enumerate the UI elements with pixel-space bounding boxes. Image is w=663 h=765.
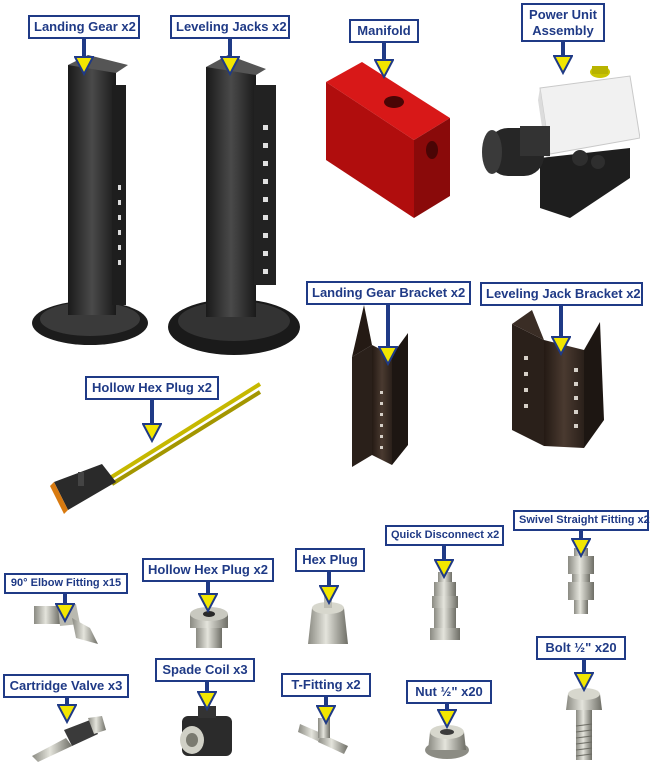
label-nut: Nut ½" x20	[406, 680, 492, 704]
label-power-unit-line2: Assembly	[532, 22, 594, 38]
arrow-hex-plug	[319, 570, 339, 606]
arrow-spade-coil	[197, 680, 217, 712]
nut-image	[425, 725, 469, 759]
label-quick-disconnect: Quick Disconnect x2	[385, 525, 504, 547]
label-t-fitting: T-Fitting x2	[281, 673, 371, 697]
cartridge-valve-image	[32, 716, 106, 762]
arrow-bolt	[574, 657, 594, 693]
arrow-landing-gear-bracket	[378, 303, 398, 367]
label-landing-gear: Landing Gear x2	[28, 15, 140, 39]
arrow-manifold	[374, 40, 394, 80]
landing-gear-bracket-image	[352, 305, 408, 467]
arrow-landing-gear	[74, 37, 94, 77]
bolt-image	[566, 688, 602, 760]
label-leveling-jack-bracket: Leveling Jack Bracket x2	[480, 282, 643, 306]
arrow-nut	[437, 702, 457, 730]
hex-plug-image	[308, 596, 348, 644]
label-manifold: Manifold	[349, 19, 419, 43]
arrow-cartridge-valve	[57, 695, 77, 725]
arrow-t-fitting	[316, 694, 336, 726]
hollow-hex-plug-wire-image	[50, 382, 262, 514]
label-elbow-fitting: 90° Elbow Fitting x15	[4, 573, 128, 595]
label-hex-plug: Hex Plug	[295, 548, 365, 572]
label-leveling-jacks: Leveling Jacks x2	[170, 15, 290, 39]
manifold-image	[326, 62, 450, 218]
label-landing-gear-bracket: Landing Gear Bracket x2	[306, 281, 471, 305]
leveling-jack-bracket-image	[512, 310, 604, 448]
label-power-unit-line1: Power Unit	[529, 7, 597, 22]
arrow-quick-disconnect	[434, 544, 454, 580]
label-swivel-straight-fitting: Swivel Straight Fitting x2	[513, 510, 650, 532]
arrow-hollow-hex-plug	[198, 580, 218, 614]
label-hollow-hex-plug-wire: Hollow Hex Plug x2	[85, 376, 219, 400]
arrow-leveling-jacks	[220, 37, 240, 77]
arrow-swivel-straight-fitting	[571, 529, 591, 559]
arrow-elbow-fitting	[55, 592, 75, 624]
arrow-leveling-jack-bracket	[551, 303, 571, 357]
label-spade-coil: Spade Coil x3	[155, 658, 255, 682]
landing-gear-image	[32, 55, 148, 345]
hollow-hex-plug-image	[190, 607, 228, 648]
arrow-power-unit	[553, 40, 573, 76]
arrow-hollow-hex-plug-wire	[142, 398, 162, 444]
leveling-jack-image	[168, 55, 300, 355]
power-unit-image	[482, 66, 640, 218]
label-cartridge-valve: Cartridge Valve x3	[3, 674, 129, 698]
quick-disconnect-image	[430, 572, 460, 640]
spade-coil-image	[180, 706, 232, 756]
label-bolt: Bolt ½" x20	[536, 636, 626, 660]
label-hollow-hex-plug: Hollow Hex Plug x2	[142, 558, 274, 582]
label-power-unit: Power Unit Assembly	[521, 3, 605, 43]
